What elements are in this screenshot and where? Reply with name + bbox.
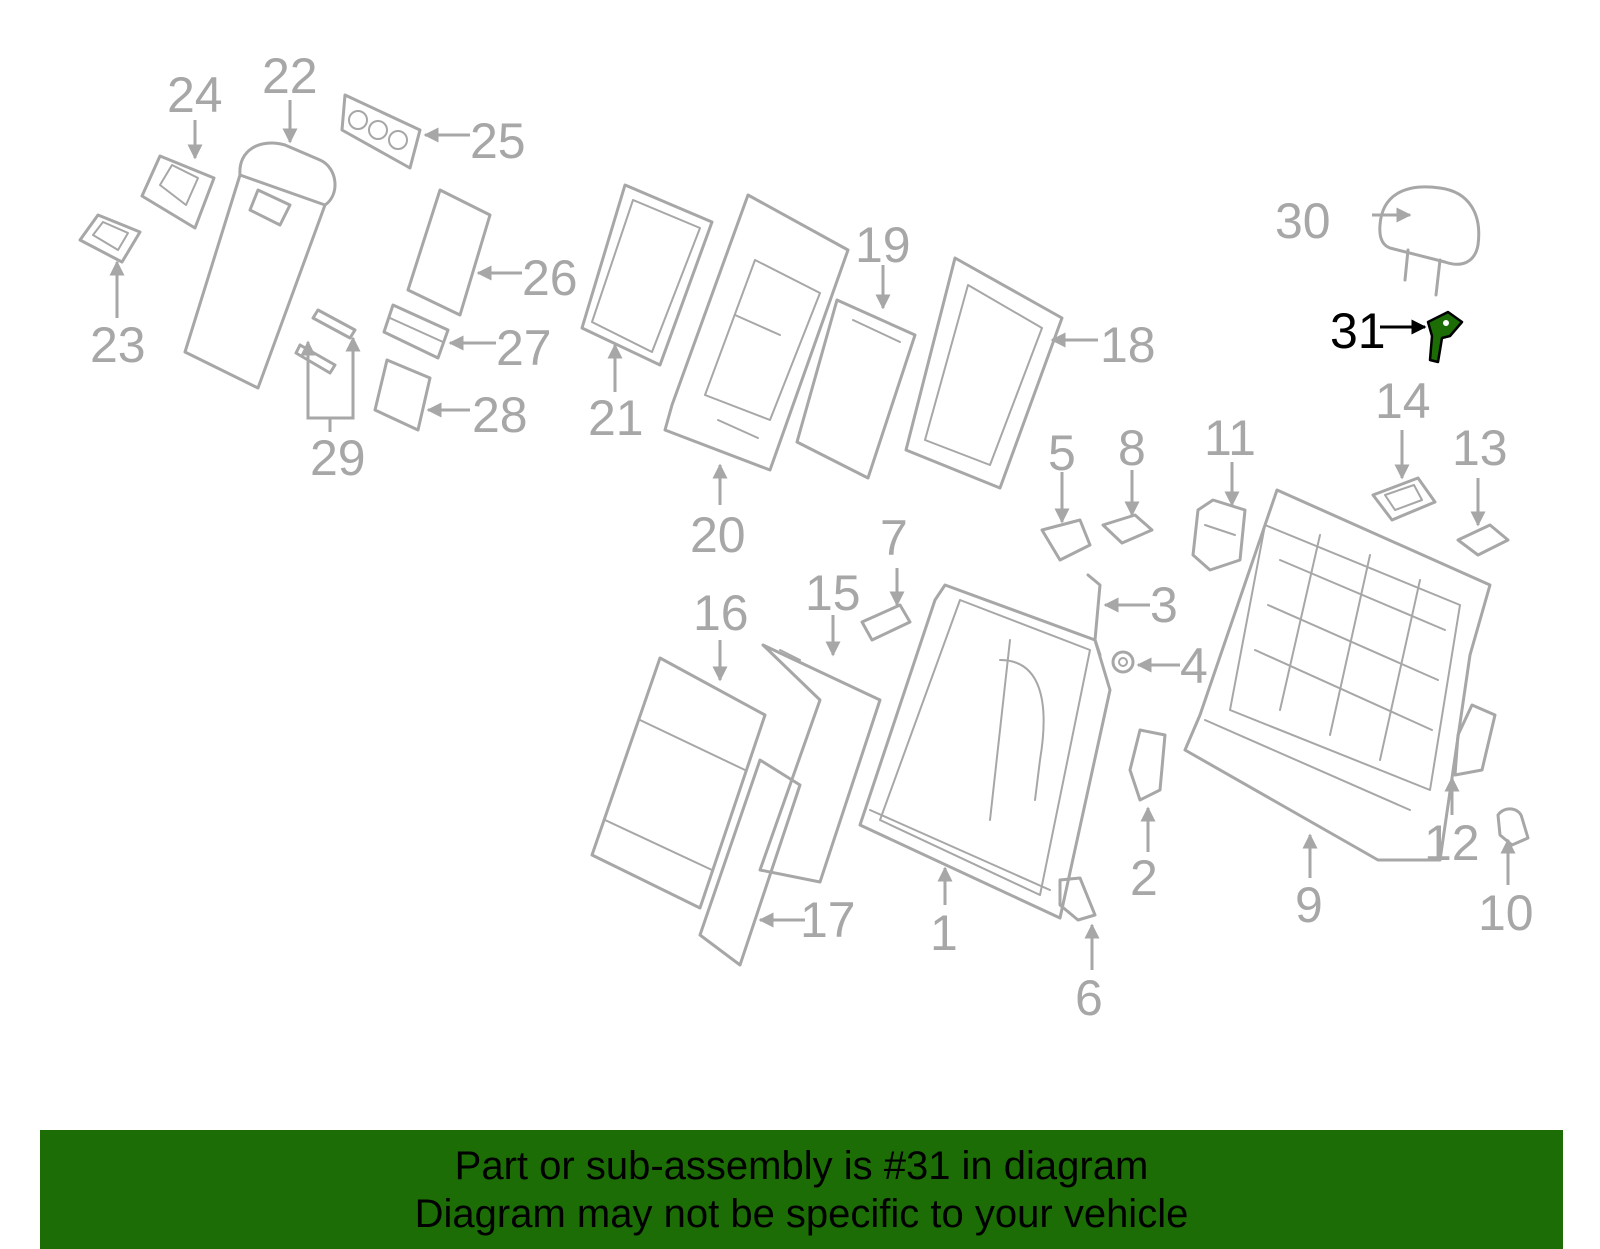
part-2-bracket [1128,728,1167,802]
callout-4: 4 [1180,638,1208,694]
part-22-armrest [183,141,337,390]
part-15-cover [758,643,882,884]
part-26-panel [406,188,492,317]
part-6-bracket [1058,876,1097,922]
banner-line-part-number: Part or sub-assembly is #31 in diagram [454,1144,1149,1188]
leader-lines [109,100,1516,970]
part-27-trim [382,303,450,360]
callout-24: 24 [167,67,223,123]
callout-9: 9 [1295,877,1323,933]
callout-2: 2 [1130,850,1158,906]
part-18-frame [904,256,1064,490]
callout-5: 5 [1048,425,1076,481]
callout-28: 28 [472,387,528,443]
callout-17: 17 [800,892,856,948]
part-30-headrest [1378,185,1481,297]
part-7-clip [860,603,912,642]
part-5-clip [1040,518,1092,562]
banner-line-disclaimer: Diagram may not be specific to your vehi… [414,1192,1189,1236]
part-4-grommet [1111,650,1135,674]
callout-21: 21 [588,390,644,446]
callout-25: 25 [470,113,526,169]
callout-14: 14 [1375,373,1431,429]
part-12-bracket [1453,703,1497,777]
part-19-pad [795,298,917,480]
part-20-frame [663,193,850,472]
part-16-cover [590,656,767,910]
callout-19: 19 [855,217,911,273]
part-17-trim [698,758,802,967]
callout-3: 3 [1150,577,1178,633]
callout-20: 20 [690,507,746,563]
callout-15: 15 [805,565,861,621]
callout-11: 11 [1204,410,1256,466]
callout-13: 13 [1452,420,1508,476]
callout-26: 26 [522,250,578,306]
part-29-strips [294,308,357,375]
callout-31-highlighted: 31 [1330,303,1386,359]
callout-labels: 22 24 23 25 26 27 28 29 21 20 19 18 30 3… [90,48,1534,1026]
part-8-clip [1101,513,1154,545]
part-11-bracket [1191,498,1247,572]
part-25-cupholder [340,93,422,170]
part-13-cover [1456,523,1510,557]
callout-12: 12 [1424,815,1480,871]
part-3-wire [1086,573,1102,657]
callout-27: 27 [496,320,552,376]
callout-18: 18 [1100,317,1156,373]
part-31-guide-highlighted [1426,310,1464,364]
callout-22: 22 [262,48,318,104]
callout-30: 30 [1275,193,1331,249]
callout-1: 1 [930,905,958,961]
part-28-pad [373,358,432,432]
part-9-seatback-frame [1183,488,1492,862]
part-10-clip [1496,807,1530,847]
callout-10: 10 [1478,885,1534,941]
part-1-seat-frame [858,583,1112,920]
callout-16: 16 [693,585,749,641]
callout-6: 6 [1075,970,1103,1026]
callout-8: 8 [1118,420,1146,476]
part-14-cover [1371,476,1437,522]
callout-23: 23 [90,317,146,373]
callout-29: 29 [310,430,366,486]
parts-diagram: 22 24 23 25 26 27 28 29 21 20 19 18 30 3… [78,48,1534,1026]
part-24-bracket [140,154,216,230]
info-banner: Part or sub-assembly is #31 in diagram D… [40,1130,1563,1249]
part-21-cover [580,183,714,367]
callout-7: 7 [880,510,908,566]
part-23-clip [78,213,142,264]
